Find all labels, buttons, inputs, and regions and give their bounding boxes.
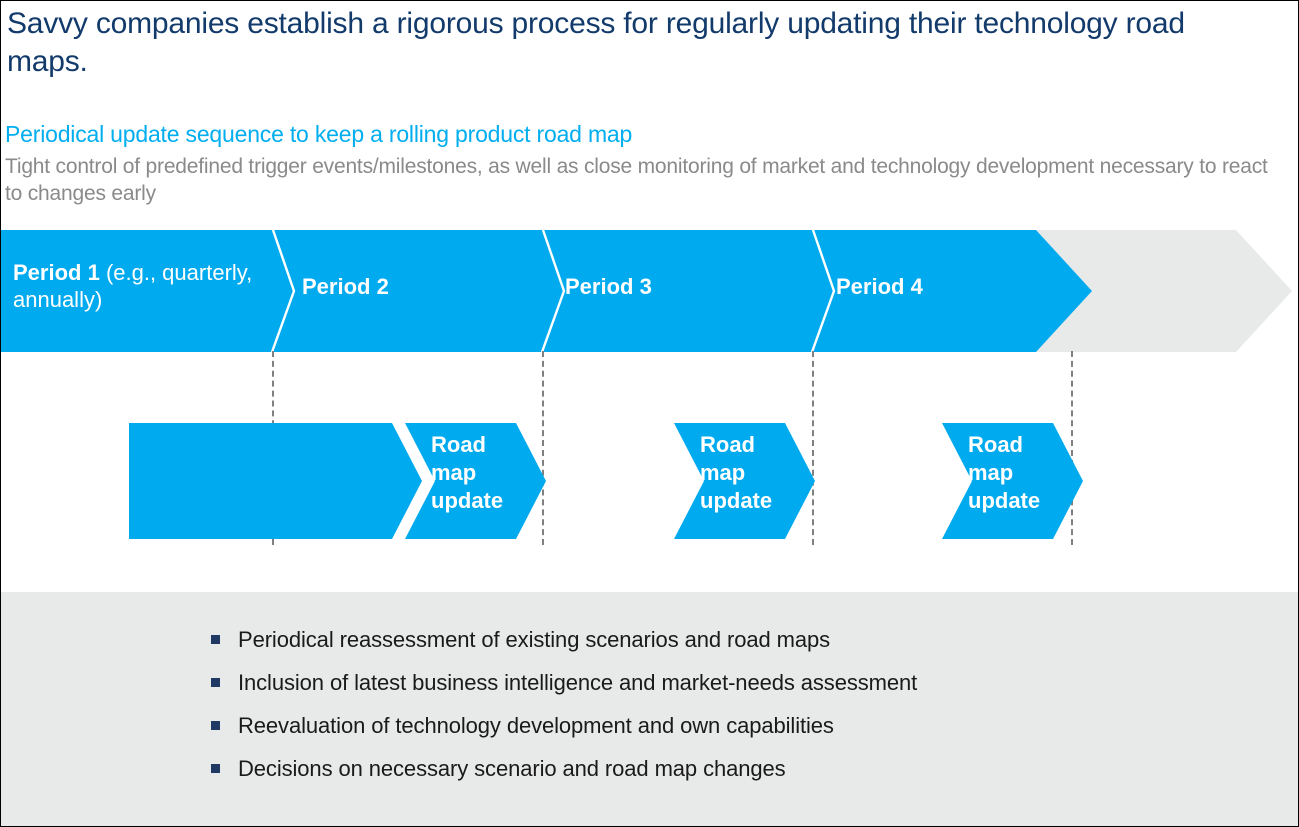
bullet-text: Decisions on necessary scenario and road…	[238, 756, 786, 781]
roadmap-chevron-update-3	[942, 423, 1083, 539]
list-item: Inclusion of latest business intelligenc…	[211, 670, 1211, 696]
period-name-1: Period 1	[13, 260, 100, 285]
period-label-2: Period 2	[302, 273, 389, 300]
period-label-1: Period 1 (e.g., quarterly, annually)	[13, 259, 263, 313]
period-label-3: Period 3	[565, 273, 652, 300]
milestone-dash-2	[542, 351, 544, 545]
section-description: Tight control of predefined trigger even…	[5, 155, 1268, 205]
bullet-square-icon	[211, 764, 220, 773]
bullet-square-icon	[211, 721, 220, 730]
period-separator-3	[810, 230, 836, 352]
roadmap-chevron-update-2	[674, 423, 815, 539]
roadmap-chevron-row: First road map	[1, 419, 1298, 544]
list-item: Periodical reassessment of existing scen…	[211, 627, 1211, 653]
roadmap-chevron-update-1	[405, 423, 546, 539]
bullet-square-icon	[211, 678, 220, 687]
period-separator-2	[540, 230, 566, 352]
bullet-square-icon	[211, 635, 220, 644]
section-subheading: Periodical update sequence to keep a rol…	[5, 121, 633, 147]
page-title: Savvy companies establish a rigorous pro…	[7, 7, 1185, 78]
timeline-active-arrow	[1, 230, 1092, 352]
list-item: Decisions on necessary scenario and road…	[211, 756, 1211, 782]
roadmap-chevron-first	[129, 423, 422, 539]
bullet-text: Periodical reassessment of existing scen…	[238, 627, 831, 652]
period-label-4: Period 4	[836, 273, 923, 300]
milestone-dash-4	[1071, 351, 1073, 545]
timeline-band: Period 1 (e.g., quarterly, annually) Per…	[1, 230, 1298, 352]
milestone-dash-3	[812, 351, 814, 545]
period-name-2: Period 2	[302, 274, 389, 299]
bullet-text: Reevaluation of technology development a…	[238, 713, 834, 738]
period-name-4: Period 4	[836, 274, 923, 299]
period-separator-1	[270, 230, 296, 352]
notes-panel	[1, 592, 1298, 826]
period-qualifier-1: (e.g., quarterly, annually)	[13, 260, 253, 312]
list-item: Reevaluation of technology development a…	[211, 713, 1211, 739]
bullet-text: Inclusion of latest business intelligenc…	[238, 670, 918, 695]
period-name-3: Period 3	[565, 274, 652, 299]
bullet-list: Periodical reassessment of existing scen…	[211, 627, 1211, 799]
